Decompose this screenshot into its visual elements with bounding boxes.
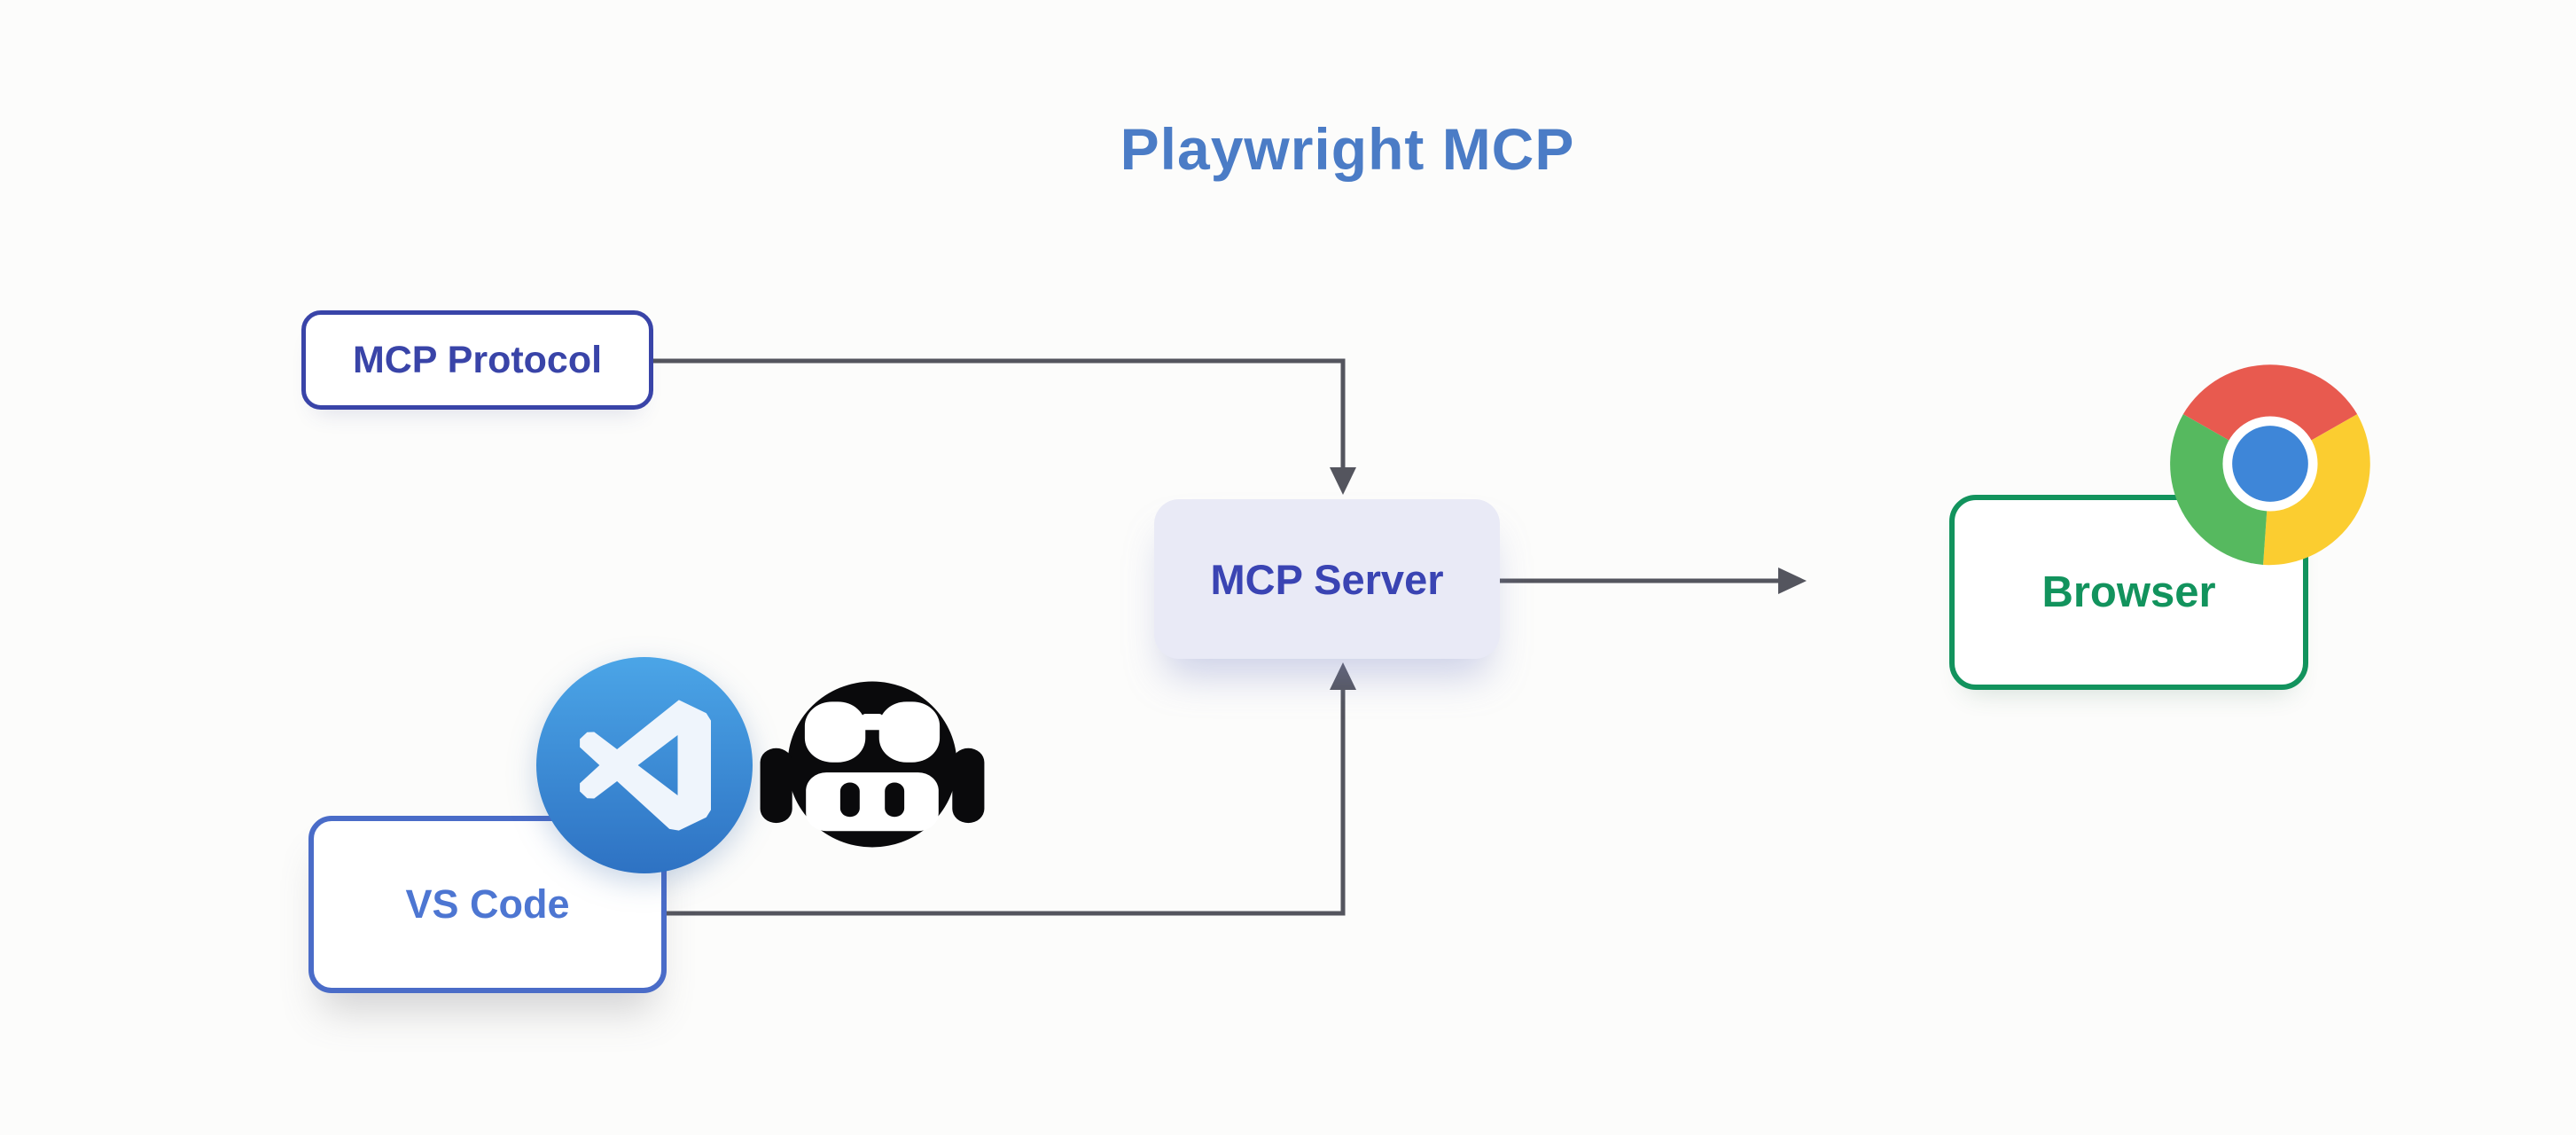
node-mcp-server-label: MCP Server bbox=[1210, 555, 1444, 603]
node-browser: Browser bbox=[1949, 495, 2308, 690]
chrome-browser-icon bbox=[2170, 364, 2370, 566]
github-copilot-icon bbox=[760, 681, 985, 848]
arrowhead-down-icon bbox=[1330, 467, 1356, 495]
node-vs-code-label: VS Code bbox=[405, 881, 570, 927]
connector-protocol-to-server bbox=[653, 358, 1346, 467]
node-mcp-server: MCP Server bbox=[1154, 499, 1500, 659]
node-mcp-protocol: MCP Protocol bbox=[301, 310, 653, 410]
diagram-title: Playwright MCP bbox=[1120, 116, 1575, 182]
node-browser-label: Browser bbox=[2041, 568, 2216, 616]
node-mcp-protocol-label: MCP Protocol bbox=[352, 338, 603, 381]
arrowhead-right-icon bbox=[1778, 568, 1807, 594]
connector-vscode-to-server bbox=[667, 690, 1346, 916]
vscode-icon bbox=[536, 657, 753, 873]
arrowhead-up-icon bbox=[1330, 662, 1356, 690]
